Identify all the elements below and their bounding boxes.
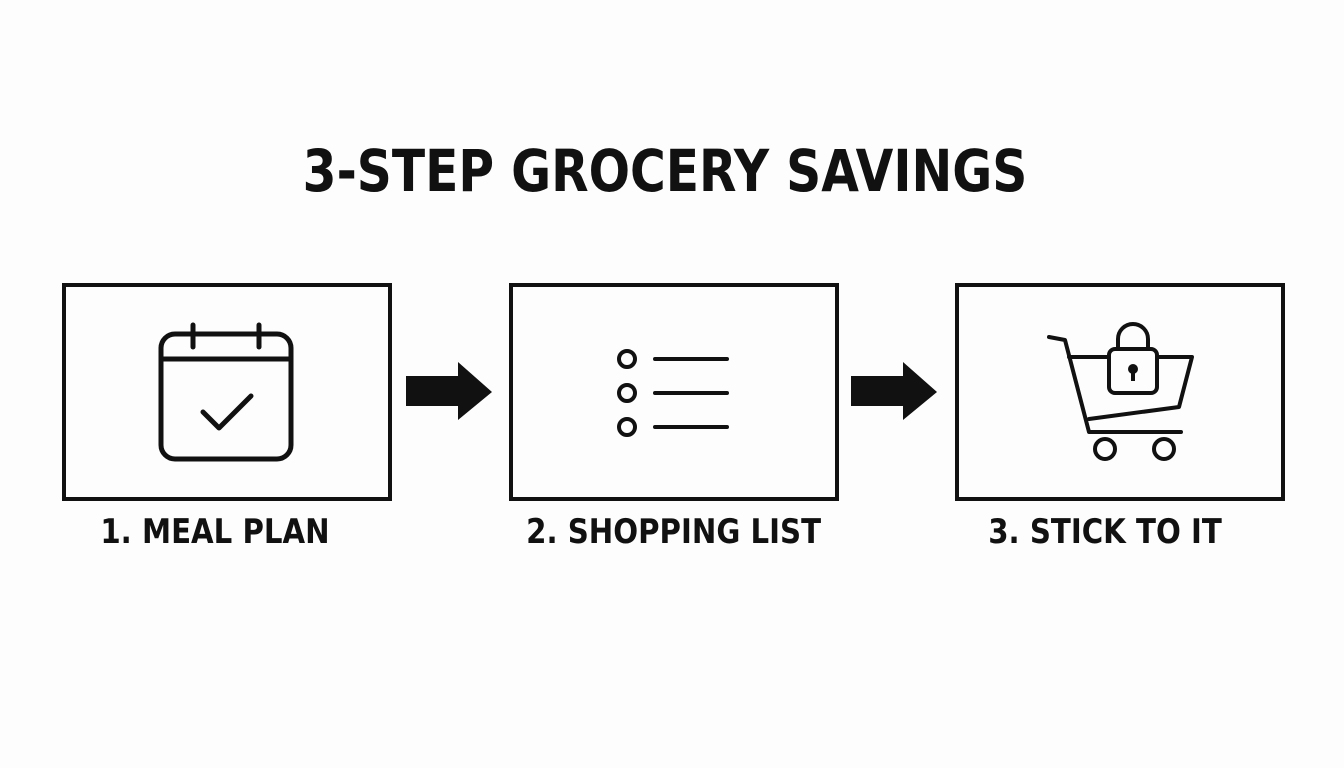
right-arrow-icon	[406, 362, 492, 420]
calendar-check-icon	[158, 322, 294, 462]
bullet-list-icon	[617, 349, 729, 437]
step-3-box	[955, 283, 1285, 501]
step-3-label: 3. STICK TO IT	[988, 512, 1222, 552]
cart-lock-icon	[1047, 322, 1194, 461]
step-1-box	[62, 283, 392, 501]
step-1-label: 1. MEAL PLAN	[100, 512, 330, 552]
step-2-label: 2. SHOPPING LIST	[526, 512, 822, 552]
right-arrow-icon	[851, 362, 937, 420]
step-2-box	[509, 283, 839, 501]
diagram-title: 3-STEP GROCERY SAVINGS	[302, 137, 1028, 205]
